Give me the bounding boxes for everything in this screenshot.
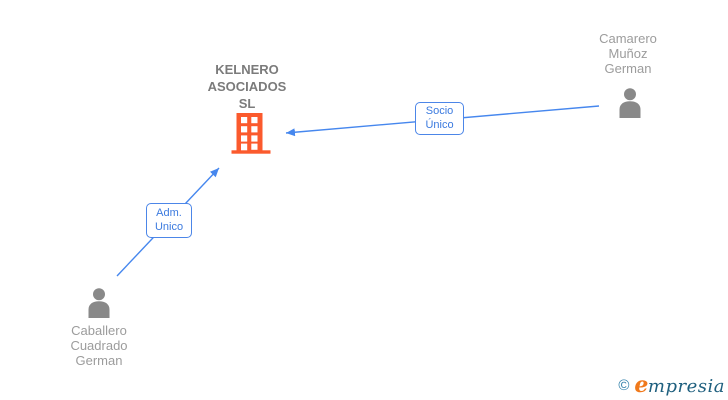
company-name-line: KELNERO [215,62,279,77]
shareholder-name-line: German [604,61,652,76]
edge-label-adm-unico: Adm. Unico [146,203,192,238]
edge-label-line: Adm. [156,207,182,219]
building-icon[interactable] [231,112,271,155]
node-administrator[interactable]: Caballero Cuadrado German [39,323,159,368]
brand-rest: mpresia [647,376,725,397]
edge-label-line: Socio [425,105,454,117]
administrator-name-line: Cuadrado [70,338,128,353]
shareholder-name-line: Muñoz [608,46,648,61]
node-shareholder[interactable]: Camarero Muñoz German [568,31,688,76]
edge-label-line: Unico [154,220,184,233]
brand-wordmark: empresia [634,372,725,398]
edge-label-socio-unico: Socio Único [415,102,464,135]
person-icon[interactable] [617,88,643,118]
brand-letter-e: e [634,372,649,398]
empresia-logo[interactable]: © empresia [618,372,725,398]
shareholder-name-line: Camarero [599,31,657,46]
company-name-line: SL [238,96,256,111]
administrator-name-line: German [75,353,123,368]
administrator-name-line: Caballero [71,323,127,338]
company-name-line: ASOCIADOS [207,79,287,94]
copyright-icon: © [618,376,630,394]
edge-label-line: Único [425,118,454,131]
node-company[interactable]: KELNERO ASOCIADOS SL [187,61,307,112]
person-icon[interactable] [86,288,112,318]
